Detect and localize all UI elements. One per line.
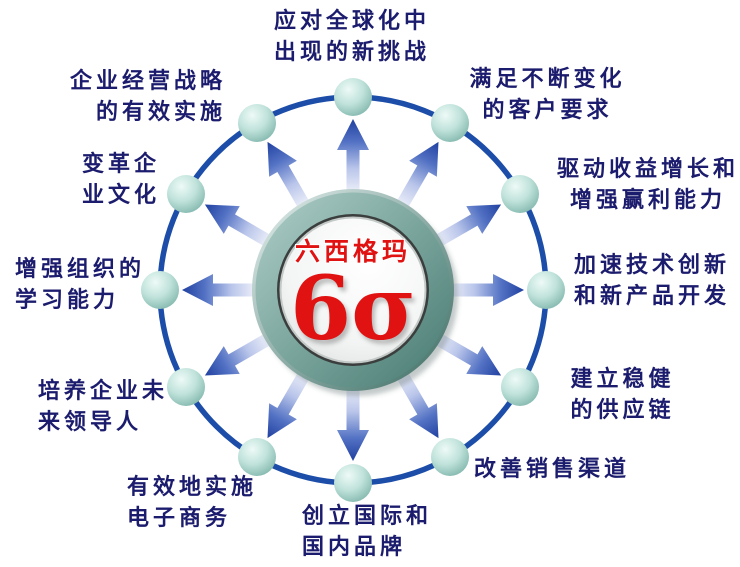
label-org-learning-capability: 增强组织的 学习能力 — [15, 254, 145, 316]
node-sphere — [501, 175, 539, 213]
label-line: 改善销售渠道 — [474, 457, 631, 482]
label-ecommerce-implementation: 有效地实施 电子商务 — [127, 472, 262, 534]
label-line: 驱动收益增长和 — [556, 157, 739, 182]
label-line: 培养企业未 — [38, 379, 169, 404]
label-intl-domestic-brands: 创立国际和 国内品牌 — [302, 501, 442, 563]
label-line: 和新产品开发 — [574, 284, 731, 309]
label-robust-supply-chain: 建立稳健 的供应链 — [560, 364, 685, 426]
node-sphere — [141, 271, 179, 309]
node-sphere — [431, 104, 469, 142]
label-line: 学习能力 — [15, 288, 120, 313]
label-line: 电子商务 — [127, 506, 232, 531]
label-line: 建立稳健 — [570, 367, 675, 392]
label-future-leaders: 培养企业未 来领导人 — [38, 376, 178, 438]
label-line: 来领导人 — [38, 410, 143, 435]
label-line: 加速技术创新 — [574, 253, 731, 278]
label-line: 有效地实施 — [127, 475, 258, 500]
label-line: 应对全球化中 — [273, 9, 430, 34]
node-sphere — [334, 464, 372, 502]
label-culture-transformation: 变革企 业文化 — [82, 149, 182, 211]
node-spheres — [141, 78, 565, 502]
label-revenue-growth-profitability: 驱动收益增长和 增强赢利能力 — [548, 154, 740, 216]
label-improve-sales-channels: 改善销售渠道 — [474, 454, 639, 485]
label-tech-innovation-product-dev: 加速技术创新 和新产品开发 — [574, 250, 730, 312]
label-line: 的有效实施 — [95, 100, 226, 125]
node-sphere — [238, 104, 276, 142]
label-line: 业文化 — [82, 183, 161, 208]
label-globalization-challenges: 应对全球化中 出现的新挑战 — [252, 6, 452, 68]
node-sphere — [501, 368, 539, 406]
node-sphere — [167, 175, 205, 213]
label-line: 的供应链 — [570, 398, 675, 423]
label-line: 变革企 — [82, 152, 161, 177]
label-strategy-implementation: 企业经营战略 的有效实施 — [58, 66, 226, 128]
node-sphere — [334, 78, 372, 116]
node-sphere — [167, 368, 205, 406]
label-line: 满足不断变化 — [469, 67, 626, 92]
node-sphere — [431, 438, 469, 476]
label-line: 出现的新挑战 — [273, 40, 430, 65]
node-sphere — [527, 271, 565, 309]
label-line: 国内品牌 — [302, 535, 407, 560]
label-line: 增强组织的 — [15, 257, 146, 282]
radial-arrow — [337, 385, 369, 461]
node-sphere — [238, 438, 276, 476]
radial-arrow — [337, 119, 369, 195]
label-line: 企业经营战略 — [69, 69, 226, 94]
radial-arrow — [182, 274, 258, 306]
label-line: 创立国际和 — [302, 504, 433, 529]
coin-face — [281, 218, 425, 362]
radial-arrow — [448, 274, 524, 306]
label-line: 的客户要求 — [482, 98, 613, 123]
label-line: 增强赢利能力 — [569, 188, 726, 213]
center-coin — [252, 189, 458, 396]
label-changing-customer-needs: 满足不断变化 的客户要求 — [455, 64, 640, 126]
